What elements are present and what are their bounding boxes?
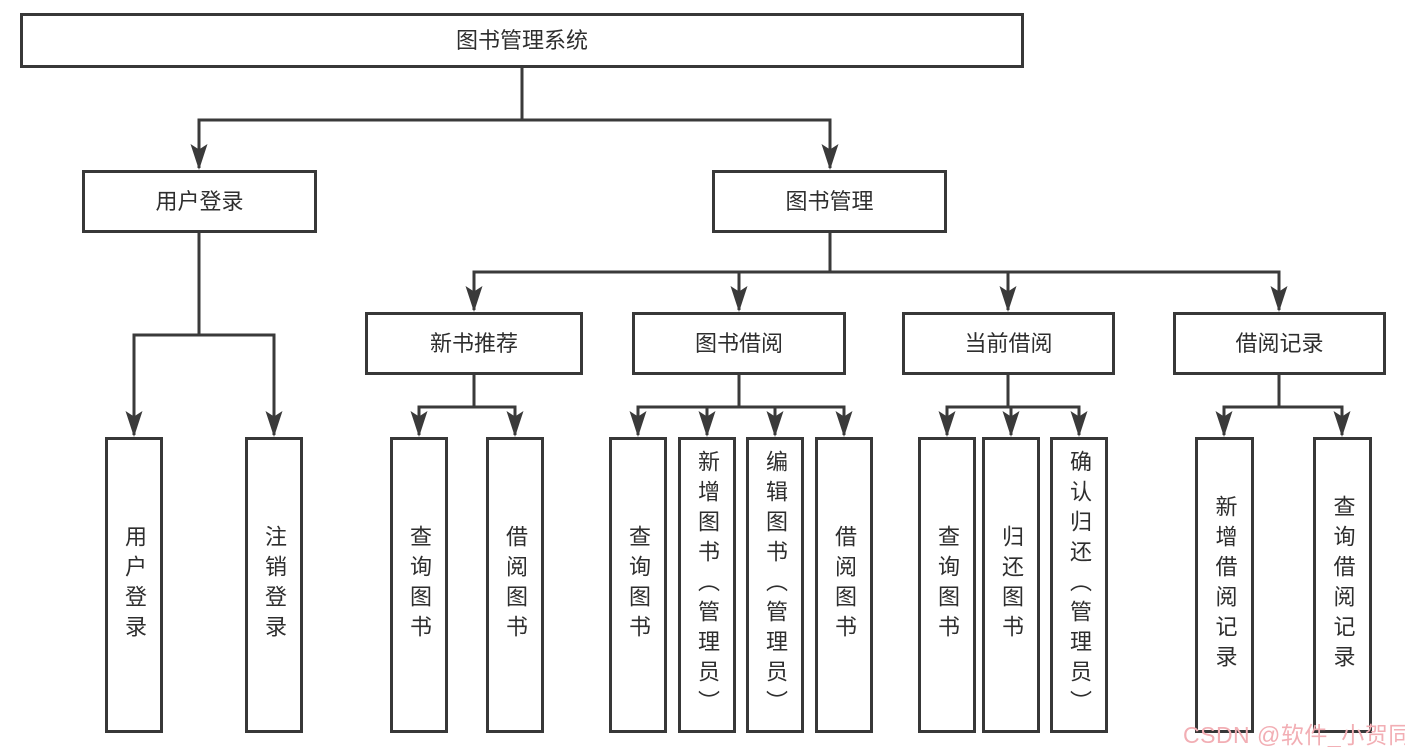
leaf-borrow-query-books: 查询图书 bbox=[609, 437, 667, 733]
node-root-title: 图书管理系统 bbox=[20, 13, 1024, 68]
leaf-current-query-books: 查询图书 bbox=[918, 437, 976, 733]
arrowheads bbox=[125, 144, 1351, 437]
arrowhead bbox=[465, 286, 483, 312]
arrowhead bbox=[999, 286, 1017, 312]
leaf-rec-borrow-books: 借阅图书 bbox=[486, 437, 544, 733]
node-book-borrow: 图书借阅 bbox=[632, 312, 846, 375]
node-book-management: 图书管理 bbox=[712, 170, 947, 233]
leaf-rec-query-books: 查询图书 bbox=[390, 437, 448, 733]
arrowhead bbox=[125, 411, 143, 437]
csdn-watermark: CSDN @软件_小贺同学 bbox=[1183, 722, 1405, 747]
arrowhead bbox=[835, 411, 853, 437]
arrowhead bbox=[1333, 411, 1351, 437]
connector-lines bbox=[132, 68, 1344, 435]
node-new-book-recommend: 新书推荐 bbox=[365, 312, 583, 375]
arrowhead bbox=[698, 411, 716, 437]
connector-newbookrec-to-leaves bbox=[417, 375, 517, 435]
arrowhead bbox=[190, 144, 208, 170]
arrowhead bbox=[1070, 411, 1088, 437]
arrowhead bbox=[938, 411, 956, 437]
connector-mgmt-to-level3 bbox=[472, 233, 1281, 310]
node-user-login: 用户登录 bbox=[82, 170, 317, 233]
arrowhead bbox=[1002, 411, 1020, 437]
connector-root-to-level2 bbox=[197, 68, 832, 168]
leaf-query-borrow-record: 查询借阅记录 bbox=[1313, 437, 1372, 733]
arrowhead bbox=[265, 411, 283, 437]
arrowhead bbox=[629, 411, 647, 437]
arrowhead bbox=[730, 286, 748, 312]
leaf-user-login: 用户登录 bbox=[105, 437, 163, 733]
arrowhead bbox=[410, 411, 428, 437]
connector-userlogin-to-leaves bbox=[132, 233, 276, 435]
node-current-borrow: 当前借阅 bbox=[902, 312, 1115, 375]
leaf-edit-books-admin: 编辑图书（管理员） bbox=[746, 437, 804, 733]
connector-bookborrow-to-leaves bbox=[636, 375, 846, 435]
arrowhead bbox=[766, 411, 784, 437]
leaf-borrow-books: 借阅图书 bbox=[815, 437, 873, 733]
leaf-logout: 注销登录 bbox=[245, 437, 303, 733]
node-borrow-records: 借阅记录 bbox=[1173, 312, 1386, 375]
leaf-confirm-return-admin: 确认归还（管理员） bbox=[1050, 437, 1108, 733]
arrowhead bbox=[506, 411, 524, 437]
arrowhead bbox=[1215, 411, 1233, 437]
arrowhead bbox=[1270, 286, 1288, 312]
leaf-add-books-admin: 新增图书（管理员） bbox=[678, 437, 736, 733]
connector-borrowrecords-to-leaves bbox=[1222, 375, 1344, 435]
leaf-add-borrow-record: 新增借阅记录 bbox=[1195, 437, 1254, 733]
leaf-return-books: 归还图书 bbox=[982, 437, 1040, 733]
arrowhead bbox=[821, 144, 839, 170]
